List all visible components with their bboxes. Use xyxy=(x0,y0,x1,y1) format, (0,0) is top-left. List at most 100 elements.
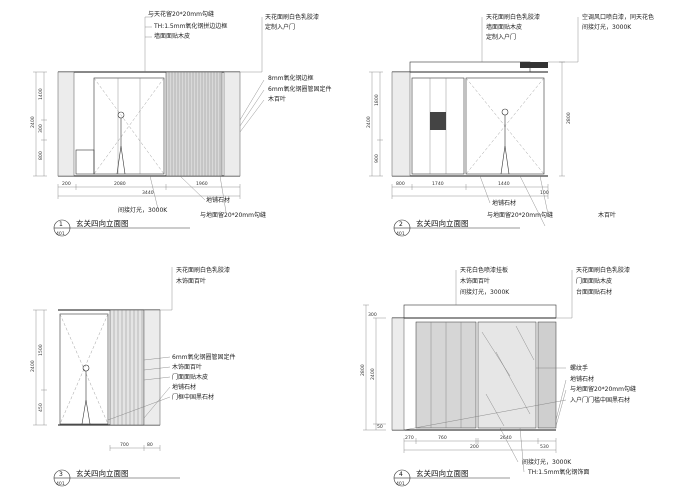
notes-bottom: 间接灯光，3000K TH:1.5mm氧化钢饰面 xyxy=(499,427,589,476)
stone-wall-panel xyxy=(465,77,545,175)
entry-door-panel xyxy=(93,77,165,175)
wood-louver xyxy=(165,71,223,177)
dim-h-4: 2640 xyxy=(500,435,512,441)
dim-h-1: 700 xyxy=(120,442,129,448)
view-title-2: 2 401 玄关四向立面图 xyxy=(393,218,520,237)
dim-h-1: 800 xyxy=(396,181,405,187)
dim-v-2: 300 xyxy=(368,312,377,318)
note-6: 地铺石材 xyxy=(492,199,516,207)
elevation-view-2: 2400 1800 900 2800 800 1740 1440 100 天花面… xyxy=(366,13,654,237)
note-11: 间接灯光，3000K xyxy=(522,458,572,466)
dim-h-2: 760 xyxy=(438,435,447,441)
notes-top: 天花面刷白色乳胶漆 木饰面百叶 xyxy=(160,266,230,311)
note-2: 木饰面百叶 xyxy=(460,277,490,285)
note-3: 6mm氧化钢圈管固定件 xyxy=(172,353,236,361)
view-title-4: 4 401 玄关四向立面图 xyxy=(393,468,510,487)
note-12: TH:1.5mm氧化钢饰面 xyxy=(527,468,589,476)
cabinet-niche xyxy=(430,112,446,130)
view-number: 1 xyxy=(59,221,63,228)
note-1: 天花面刷白色乳胶漆 xyxy=(486,13,540,21)
note-1: 与天花留20*20mm勾缝 xyxy=(148,10,214,18)
door-panel xyxy=(59,313,109,425)
note-2: TH:1.5mm氧化钢拼边边框 xyxy=(153,22,227,30)
note-6: 8mm氧化钢边框 xyxy=(268,74,314,82)
dim-v-1: 1800 xyxy=(374,94,380,106)
note-10: 入户门门槛中国黑石材 xyxy=(570,396,630,404)
notes-mid: 8mm氧化钢边框 6mm氧化钢圈管固定件 木百叶 xyxy=(239,74,332,133)
note-3: 间接灯光，3000K xyxy=(460,288,510,296)
dim-v-total: 2800 xyxy=(360,364,366,376)
note-7: 与地面留20*20mm勾缝 xyxy=(487,211,553,219)
notes-bottom: 地铺石材 间接灯光，3000K 与地面留20*20mm勾缝 xyxy=(118,175,266,219)
sheet-ref: 401 xyxy=(56,481,65,487)
view-number: 4 xyxy=(399,471,403,478)
note-6: 台面面贴石材 xyxy=(576,288,612,296)
louver-screen xyxy=(109,309,145,426)
dim-h-3: 200 xyxy=(470,444,479,450)
dim-v-total: 2400 xyxy=(30,360,36,372)
note-6: 地铺石材 xyxy=(172,383,196,391)
dim-v-total: 2400 xyxy=(366,116,372,128)
note-3: 定制入户门 xyxy=(486,33,516,41)
dim-v-2: 450 xyxy=(38,403,44,412)
tall-cabinet xyxy=(411,77,465,175)
note-7: 螺纹手 xyxy=(570,364,588,372)
dim-h-2: 80 xyxy=(147,442,153,448)
note-10: 间接灯光，3000K xyxy=(118,206,168,214)
elevation-view-1: 2400 1400 300 800 200 2080 1960 3440 与天花… xyxy=(30,10,332,237)
note-8: 地铺石材 xyxy=(570,375,594,383)
notes-top: 天花面刷白色乳胶漆 墙面面贴木皮 定制入户门 xyxy=(481,13,540,62)
view-title: 玄关四向立面图 xyxy=(76,468,129,478)
notes-mid: 6mm氧化钢圈管固定件 木饰面百叶 门面面贴木皮 地铺石材 门框中国黑石材 xyxy=(107,353,236,421)
note-4: 天花面刷白色乳胶漆 xyxy=(576,266,630,274)
note-5: 定制入户门 xyxy=(265,23,295,31)
view-title-3: 3 401 玄关四向立面图 xyxy=(53,468,180,487)
sheet-ref: 401 xyxy=(396,481,405,487)
notes-top: 与天花留20*20mm勾缝 TH:1.5mm氧化钢拼边边框 墙面面贴木皮 xyxy=(144,10,227,72)
dim-h-3: 1440 xyxy=(498,181,510,187)
note-9: 地铺石材 xyxy=(206,196,230,204)
note-4: 空调风口喷白漆，同天花色 xyxy=(582,13,654,21)
sheet-ref: 401 xyxy=(396,231,405,237)
notes-top-right: 天花面刷白色乳胶漆 门面面贴木皮 台面面贴石材 xyxy=(556,266,630,319)
notes-top-right: 天花面刷白色乳胶漆 定制入户门 xyxy=(240,13,319,73)
dim-h-2: 1740 xyxy=(432,181,444,187)
dim-h-1: 270 xyxy=(405,435,414,441)
note-7: 6mm氧化钢圈管固定件 xyxy=(268,85,332,93)
view-title-1: 1 401 玄关四向立面图 xyxy=(53,218,190,237)
dim-v-1: 2400 xyxy=(370,368,376,380)
note-9: 与地面留20*20mm勾缝 xyxy=(570,385,636,393)
note-8: 木百叶 xyxy=(598,211,616,219)
notes-top-right: 空调风口喷白漆，同天花色 间接灯光，3000K xyxy=(548,13,654,63)
view-title: 玄关四向立面图 xyxy=(416,468,469,478)
note-7: 门框中国黑石材 xyxy=(172,393,214,401)
ceiling-soffit xyxy=(409,61,531,73)
note-5: 间接灯光，3000K xyxy=(582,23,632,31)
dim-v-1: 1500 xyxy=(38,344,44,356)
elevation-view-4: 2800 2400 300 50 270 760 200 2640 530 天花… xyxy=(360,266,636,487)
notes-top: 天花白色喷漆挂板 木饰面百叶 间接灯光，3000K xyxy=(455,266,510,305)
note-8: 木百叶 xyxy=(268,95,286,103)
elevation-view-3: 2400 1500 450 700 80 天花面刷白色乳胶漆 木饰面百叶 6mm… xyxy=(30,266,236,487)
view-number: 3 xyxy=(59,471,63,478)
note-2: 木饰面百叶 xyxy=(176,277,206,285)
dim-h-5: 530 xyxy=(540,444,549,450)
dim-v-2: 300 xyxy=(38,124,44,133)
sheet-ref: 401 xyxy=(56,231,65,237)
cabinet-base xyxy=(75,149,95,175)
note-2: 墙面面贴木皮 xyxy=(486,23,522,31)
dim-v-3: 50 xyxy=(377,424,383,430)
note-4: 木饰面百叶 xyxy=(172,363,202,371)
note-5: 门面面贴木皮 xyxy=(576,277,612,285)
dim-v-total: 2400 xyxy=(30,116,36,128)
dim-h-3: 1960 xyxy=(196,181,208,187)
note-1: 天花面刷白色乳胶漆 xyxy=(176,266,230,274)
dim-h-2: 2080 xyxy=(114,181,126,187)
note-4: 天花面刷白色乳胶漆 xyxy=(265,13,319,21)
dim-v-right: 2800 xyxy=(566,112,572,124)
dim-h-4: 100 xyxy=(540,190,549,196)
notes-mid: 螺纹手 地铺石材 与地面留20*20mm勾缝 入户门门槛中国黑石材 xyxy=(403,364,636,431)
ceiling-panel xyxy=(403,304,557,319)
marble-panel xyxy=(477,321,537,429)
dim-v-3: 800 xyxy=(38,151,44,160)
